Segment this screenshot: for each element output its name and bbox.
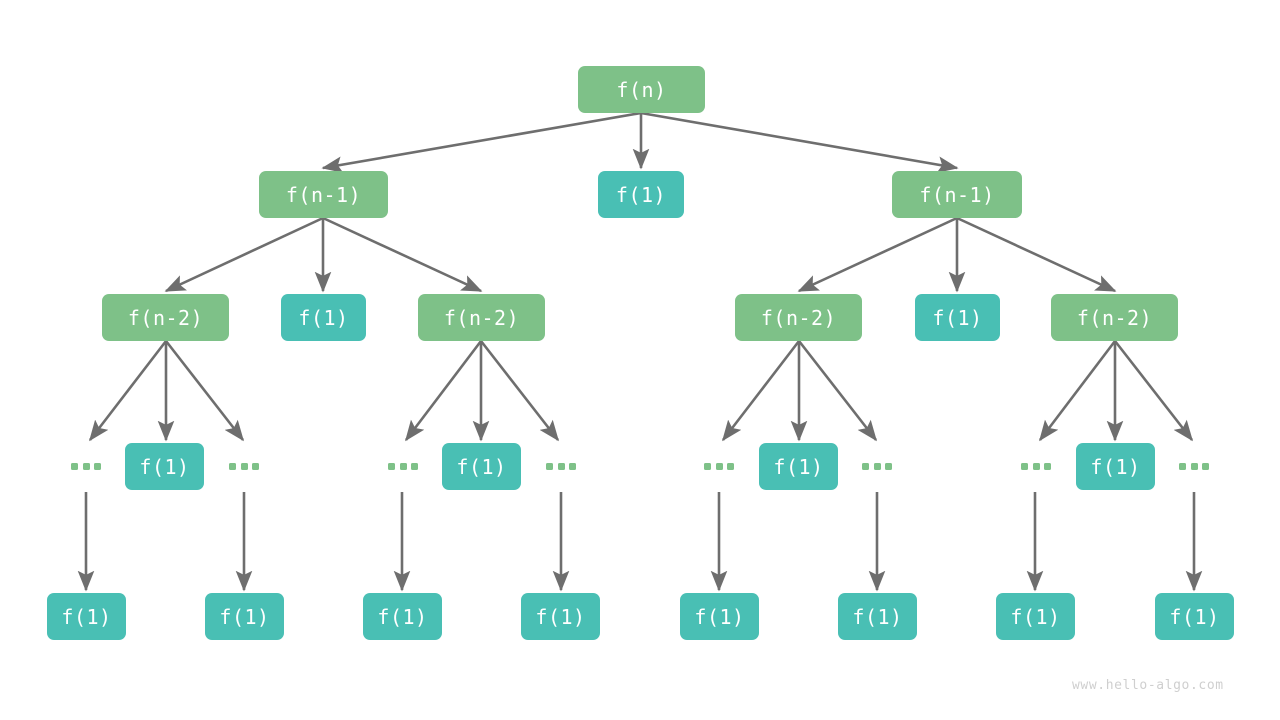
- tree-node: f(1): [1076, 443, 1155, 490]
- tree-node: f(1): [363, 593, 442, 640]
- tree-node: f(n-2): [418, 294, 545, 341]
- tree-node: f(1): [205, 593, 284, 640]
- ellipsis-icon: [388, 462, 418, 470]
- edge-n9-to-e7: [1113, 340, 1194, 442]
- edge-n4-to-e1: [164, 340, 245, 442]
- edge-n4-to-e0: [88, 340, 168, 442]
- edge-n1-to-n6: [322, 216, 483, 293]
- tree-node: f(1): [838, 593, 917, 640]
- edge-n6-to-e3: [479, 340, 560, 442]
- tree-node: f(1): [996, 593, 1075, 640]
- ellipsis-icon: [704, 462, 734, 470]
- tree-node: f(1): [281, 294, 366, 341]
- tree-node: f(1): [915, 294, 1000, 341]
- watermark: www.hello-algo.com: [1072, 678, 1224, 693]
- ellipsis-icon: [229, 462, 259, 470]
- edge-n9-to-e6: [1038, 340, 1117, 442]
- tree-node: f(n-2): [735, 294, 862, 341]
- tree-node: f(n-2): [102, 294, 229, 341]
- tree-node: f(1): [125, 443, 204, 490]
- tree-node: f(1): [680, 593, 759, 640]
- ellipsis-icon: [1179, 462, 1209, 470]
- edge-n7-to-e4: [721, 340, 801, 442]
- edge-n3-to-n7: [797, 216, 958, 293]
- edge-n0-to-n3: [640, 111, 959, 173]
- tree-node: f(1): [759, 443, 838, 490]
- tree-node: f(1): [442, 443, 521, 490]
- edge-n3-to-n9: [956, 216, 1117, 293]
- edge-n0-to-n1: [321, 111, 642, 173]
- edge-n7-to-e5: [797, 340, 878, 442]
- tree-node: f(n-1): [892, 171, 1022, 218]
- tree-node: f(n): [578, 66, 705, 113]
- ellipsis-icon: [862, 462, 892, 470]
- tree-node: f(1): [47, 593, 126, 640]
- tree-node: f(n-2): [1051, 294, 1178, 341]
- edge-n6-to-e2: [404, 340, 483, 442]
- tree-node: f(1): [1155, 593, 1234, 640]
- tree-node: f(1): [598, 171, 684, 218]
- ellipsis-icon: [546, 462, 576, 470]
- ellipsis-icon: [71, 462, 101, 470]
- edge-n1-to-n4: [164, 216, 324, 293]
- tree-node: f(1): [521, 593, 600, 640]
- tree-node: f(n-1): [259, 171, 388, 218]
- ellipsis-icon: [1021, 462, 1051, 470]
